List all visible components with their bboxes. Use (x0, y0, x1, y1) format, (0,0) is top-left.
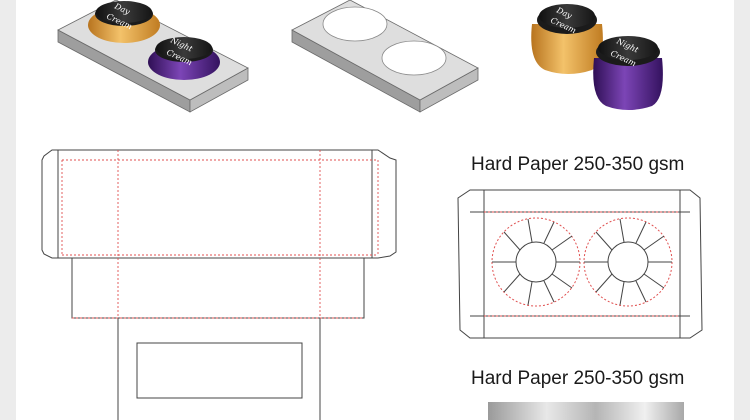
insert-cutout-left (491, 217, 581, 307)
insert-fold-lines (484, 211, 680, 317)
material-label-bottom: Hard Paper 250-350 gsm (471, 368, 685, 389)
paper-sample-image (488, 402, 684, 420)
cream-jars: Day Cream Night Cream (531, 4, 663, 110)
dieline-illustration: Day Cream Night Cream Day Cream Ni (41, 0, 703, 420)
diagram-canvas: Day Cream Night Cream Day Cream Ni (16, 0, 734, 420)
empty-tray (291, 0, 479, 113)
box-dieline (41, 149, 397, 420)
material-label-top: Hard Paper 250-350 gsm (471, 154, 685, 175)
box-fold-lines (61, 150, 379, 319)
insert-cutout-right (583, 217, 673, 307)
tray-with-jars: Day Cream Night Cream (57, 0, 249, 113)
